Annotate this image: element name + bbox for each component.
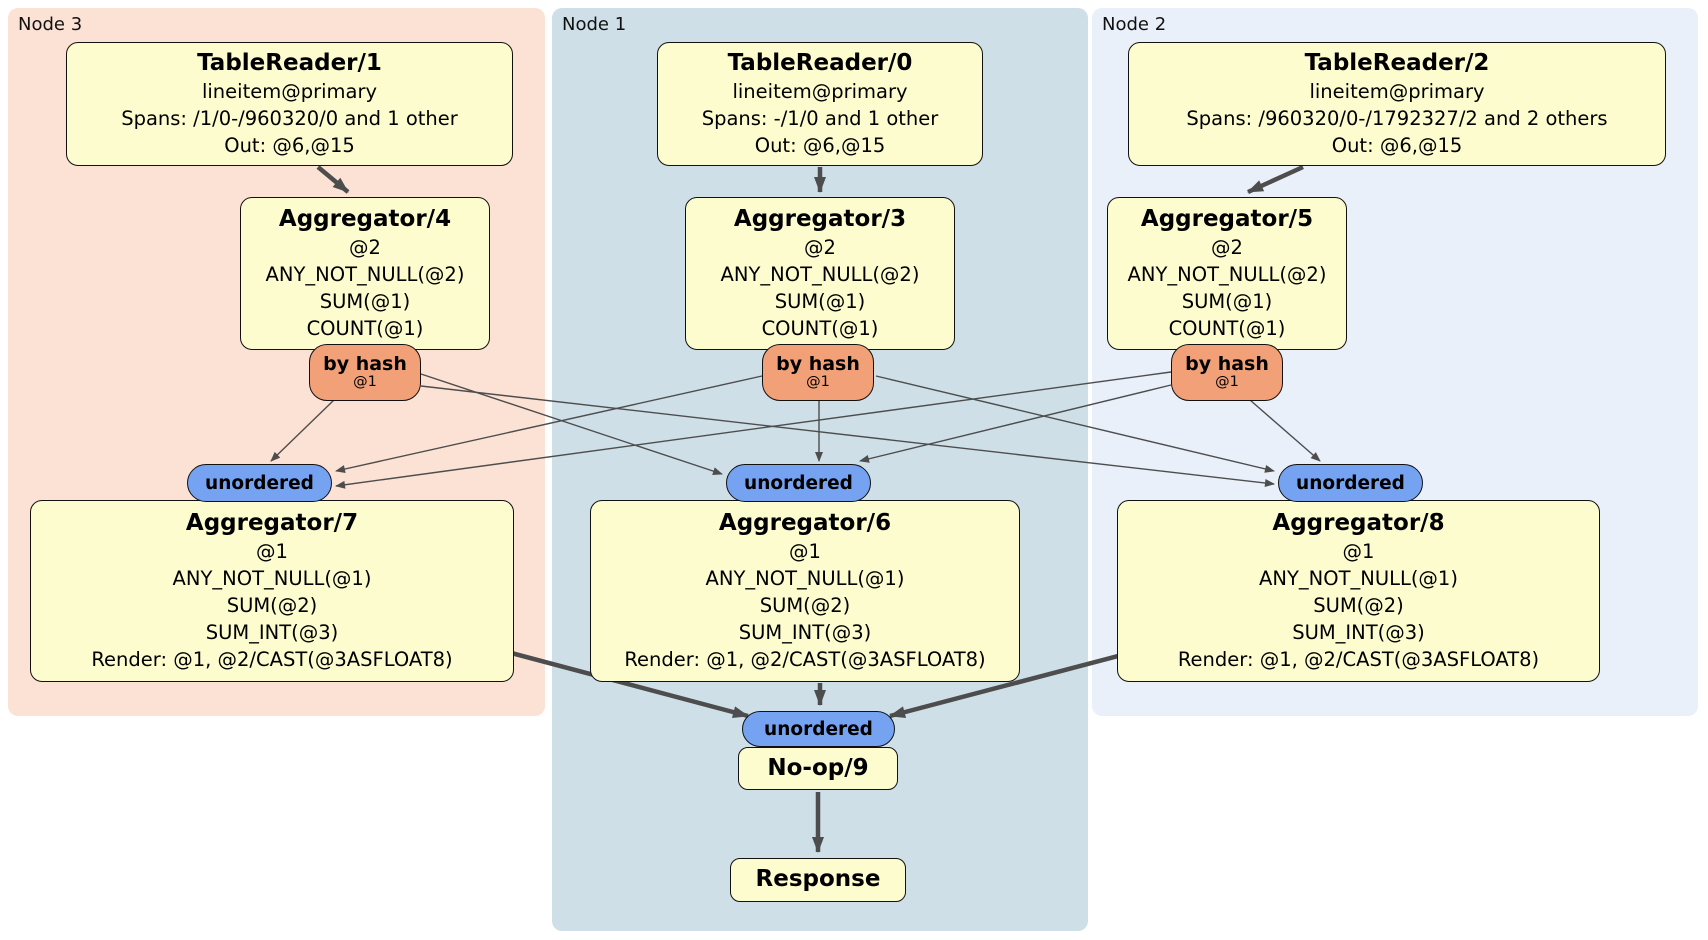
region-node2-label: Node 2 — [1102, 14, 1167, 35]
processor-detail: SUM(@1) — [1181, 290, 1273, 314]
processor-title: Aggregator/8 — [1272, 510, 1445, 537]
processor-title: TableReader/1 — [197, 50, 382, 77]
processor-aggregator-3: Aggregator/3 @2 ANY_NOT_NULL(@2) SUM(@1)… — [685, 197, 955, 350]
router-label: by hash — [323, 352, 407, 375]
processor-title: Response — [755, 866, 881, 893]
router-label: by hash — [1185, 352, 1269, 375]
processor-detail: @1 — [1342, 540, 1375, 564]
processor-tablereader-1: TableReader/1 lineitem@primary Spans: /1… — [66, 42, 513, 166]
sync-unordered-8: unordered — [1278, 464, 1423, 502]
processor-detail: ANY_NOT_NULL(@1) — [172, 567, 372, 591]
processor-detail: lineitem@primary — [732, 80, 908, 104]
processor-tablereader-2: TableReader/2 lineitem@primary Spans: /9… — [1128, 42, 1666, 166]
processor-detail: Render: @1, @2/CAST(@3ASFLOAT8) — [91, 647, 453, 671]
processor-detail: lineitem@primary — [201, 80, 378, 104]
router-detail: @1 — [806, 374, 830, 391]
processor-detail: Spans: /1/0-/960320/0 and 1 other — [121, 107, 458, 131]
processor-detail: Render: @1, @2/CAST(@3ASFLOAT8) — [624, 647, 986, 671]
processor-tablereader-0: TableReader/0 lineitem@primary Spans: -/… — [657, 42, 983, 166]
edge-hash5-unordered7 — [335, 371, 1172, 489]
processor-detail: SUM(@2) — [759, 594, 851, 618]
processor-detail: Out: @6,@15 — [754, 133, 886, 157]
edge-hash3-unordered8 — [875, 375, 1275, 473]
sync-label: unordered — [744, 472, 853, 494]
region-node3-label: Node 3 — [18, 14, 83, 35]
processor-aggregator-7: Aggregator/7 @1 ANY_NOT_NULL(@1) SUM(@2)… — [30, 500, 514, 682]
edge-hash4-unordered7 — [270, 398, 336, 462]
edge-aggregator8-unordered-final — [889, 642, 1161, 719]
processor-detail: @1 — [789, 540, 821, 564]
sync-label: unordered — [764, 718, 873, 740]
processor-detail: COUNT(@1) — [306, 316, 424, 340]
edge-tablereader2-aggregator5 — [1247, 164, 1304, 195]
sync-label: unordered — [205, 472, 314, 494]
processor-detail: SUM(@2) — [226, 594, 318, 618]
sync-unordered-final: unordered — [742, 711, 895, 747]
processor-detail: ANY_NOT_NULL(@2) — [720, 263, 920, 287]
processor-detail: SUM(@1) — [774, 290, 866, 314]
processor-detail: ANY_NOT_NULL(@1) — [1259, 567, 1458, 591]
processor-response: Response — [730, 858, 906, 902]
processor-detail: @2 — [349, 236, 381, 260]
processor-detail: Render: @1, @2/CAST(@3ASFLOAT8) — [1177, 647, 1540, 671]
router-by-hash-3: by hash @1 — [762, 344, 874, 401]
processor-detail: Spans: /960320/0-/1792327/2 and 2 others — [1186, 107, 1608, 131]
processor-detail: @2 — [1211, 236, 1243, 260]
processor-detail: SUM_INT(@3) — [1292, 620, 1425, 644]
processor-detail: Out: @6,@15 — [224, 133, 355, 157]
router-label: by hash — [776, 352, 860, 375]
processor-title: Aggregator/6 — [718, 510, 892, 537]
processor-aggregator-8: Aggregator/8 @1 ANY_NOT_NULL(@1) SUM(@2)… — [1117, 500, 1600, 682]
processor-detail: Spans: -/1/0 and 1 other — [701, 107, 939, 131]
processor-title: Aggregator/4 — [278, 206, 452, 233]
edge-hash5-unordered6 — [859, 384, 1172, 463]
processor-detail: SUM_INT(@3) — [738, 620, 872, 644]
processor-title: TableReader/0 — [727, 50, 913, 77]
sync-unordered-7: unordered — [187, 464, 332, 502]
edge-hash5-unordered8 — [1249, 399, 1321, 462]
router-by-hash-5: by hash @1 — [1171, 344, 1283, 401]
processor-aggregator-6: Aggregator/6 @1 ANY_NOT_NULL(@1) SUM(@2)… — [590, 500, 1020, 682]
router-detail: @1 — [1215, 374, 1239, 391]
processor-title: TableReader/2 — [1304, 50, 1490, 77]
processor-detail: COUNT(@1) — [761, 316, 879, 340]
processor-detail: ANY_NOT_NULL(@2) — [1127, 263, 1327, 287]
processor-title: Aggregator/5 — [1140, 206, 1314, 233]
processor-aggregator-5: Aggregator/5 @2 ANY_NOT_NULL(@2) SUM(@1)… — [1107, 197, 1347, 350]
processor-title: Aggregator/7 — [185, 510, 359, 537]
processor-detail: @1 — [256, 540, 288, 564]
edge-hash4-unordered8 — [420, 385, 1275, 487]
router-by-hash-4: by hash @1 — [309, 344, 421, 401]
processor-detail: @2 — [804, 236, 836, 260]
processor-detail: SUM(@2) — [1313, 594, 1404, 618]
sync-label: unordered — [1296, 472, 1405, 494]
processor-detail: SUM_INT(@3) — [205, 620, 339, 644]
processor-detail: ANY_NOT_NULL(@2) — [265, 263, 465, 287]
processor-detail: COUNT(@1) — [1168, 316, 1286, 340]
edge-hash3-unordered7 — [335, 375, 763, 473]
region-node1-label: Node 1 — [562, 14, 627, 35]
edge-tablereader1-aggregator4 — [316, 165, 350, 194]
processor-title: Aggregator/3 — [733, 206, 907, 233]
processor-detail: lineitem@primary — [1309, 80, 1485, 104]
processor-detail: SUM(@1) — [319, 290, 411, 314]
sync-unordered-6: unordered — [726, 464, 871, 502]
processor-detail: ANY_NOT_NULL(@1) — [705, 567, 905, 591]
router-detail: @1 — [353, 374, 377, 391]
processor-detail: Out: @6,@15 — [1331, 133, 1463, 157]
edge-hash4-unordered6 — [420, 373, 723, 475]
processor-noop-9: No-op/9 — [738, 747, 898, 790]
processor-title: No-op/9 — [767, 754, 869, 781]
processor-aggregator-4: Aggregator/4 @2 ANY_NOT_NULL(@2) SUM(@1)… — [240, 197, 490, 350]
